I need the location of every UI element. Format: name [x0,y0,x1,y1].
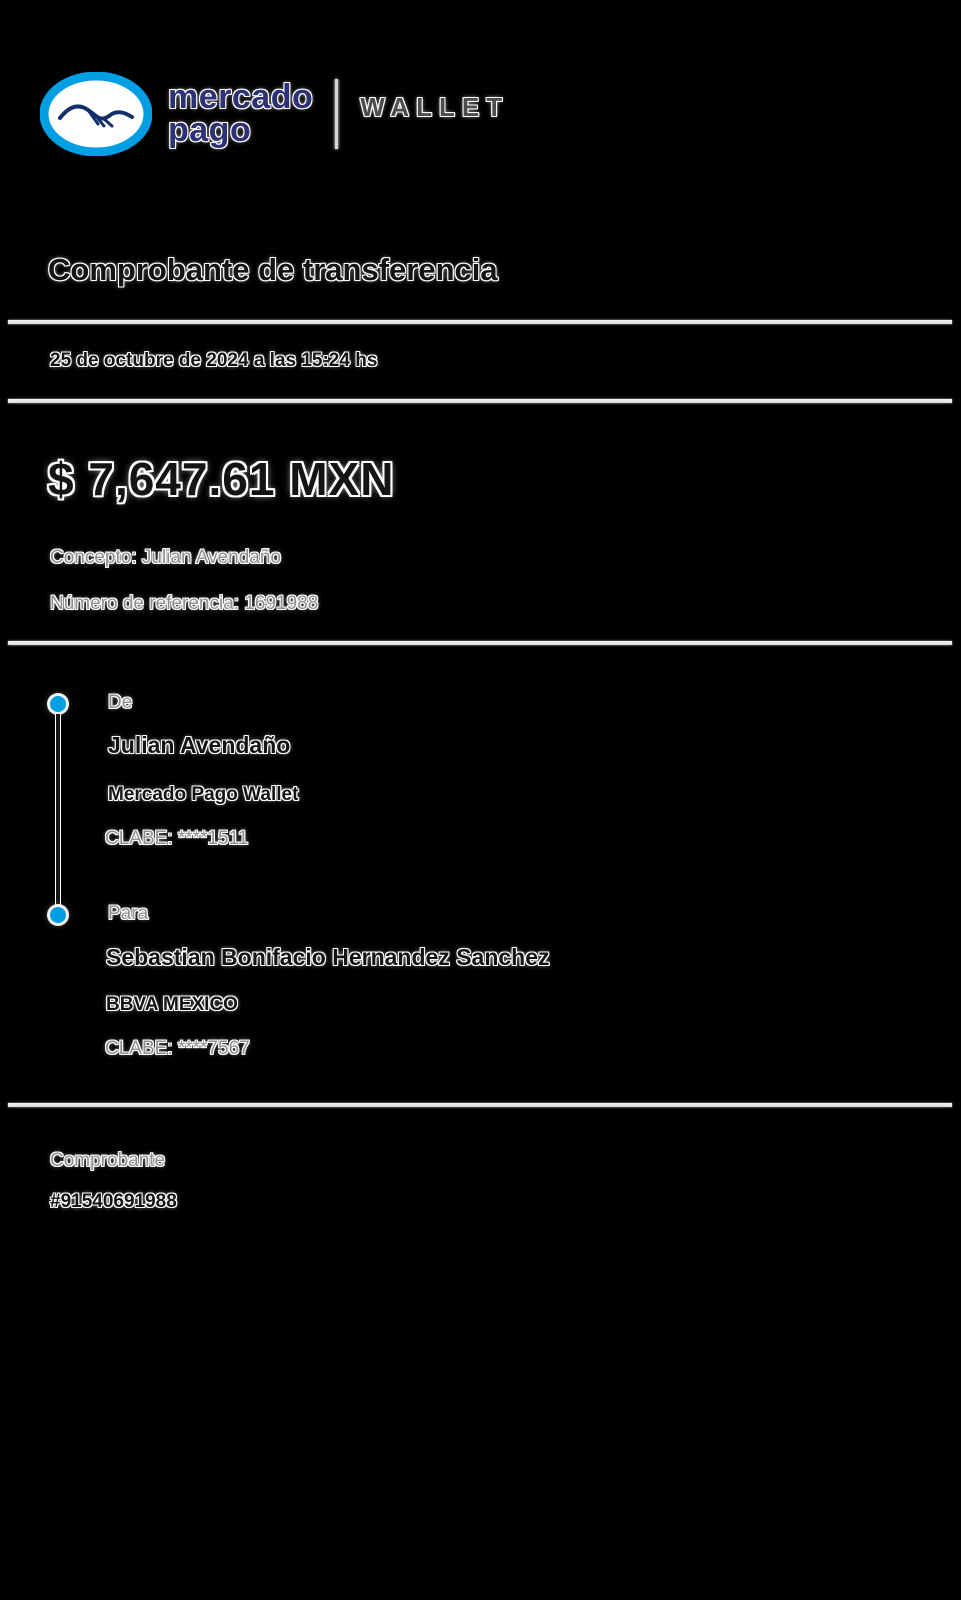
mercado-pago-wordmark: mercado pago [168,77,314,149]
timeline-dot-to [50,907,66,923]
from-name: Julian Avendaño [108,732,291,758]
to-bank: BBVA MEXICO [106,994,238,1015]
wallet-label: WALLET [360,91,510,122]
from-label: De [108,692,133,713]
divider [8,641,952,645]
divider [8,399,952,403]
receipt-number: #91540691988 [50,1191,177,1212]
mercado-pago-handshake-icon [40,72,152,156]
wordmark-line1: mercado [168,77,314,116]
from-bank: Mercado Pago Wallet [108,784,299,805]
divider [8,1103,952,1107]
transfer-amount: $ 7,647.61 MXN [48,453,395,505]
from-clabe: CLABE: ****1511 [105,828,249,849]
transfer-concept: Concepto: Julian Avendaño [50,547,281,568]
to-name: Sebastian Bonifacio Hernandez Sanchez [106,944,550,970]
page-title: Comprobante de transferencia [48,252,498,287]
to-clabe: CLABE: ****7567 [105,1038,250,1059]
brand-separator [335,79,339,149]
timeline-connector [55,714,61,908]
brand-header: mercado pago WALLET [40,72,509,156]
timeline-dot-from [50,696,66,712]
transfer-reference: Número de referencia: 1691988 [50,593,319,614]
divider [8,320,952,324]
transfer-datetime: 25 de octubre de 2024 a las 15:24 hs [50,350,378,371]
to-label: Para [108,903,149,924]
receipt-label: Comprobante [50,1150,166,1171]
wordmark-line2: pago [168,111,252,149]
